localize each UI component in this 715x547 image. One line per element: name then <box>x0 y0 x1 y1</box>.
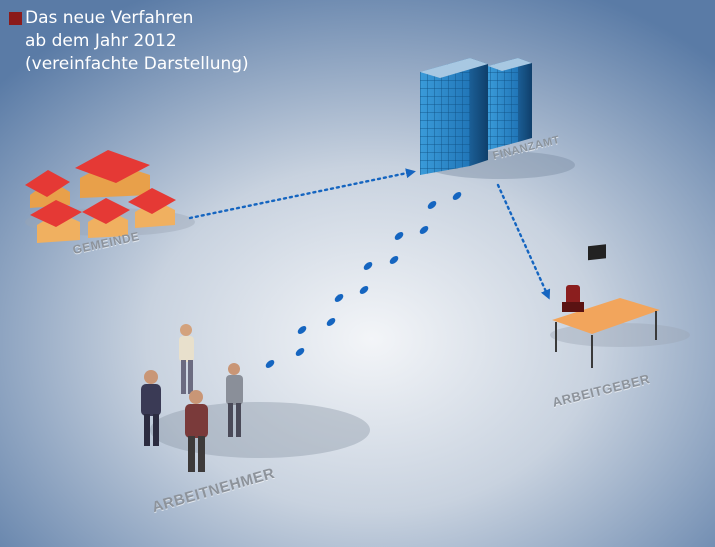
desk-icon <box>550 244 690 368</box>
caption-line-3: (vereinfachte Darstellung) <box>25 54 249 74</box>
caption: Das neue Verfahren ab dem Jahr 2012 (ver… <box>9 7 249 76</box>
footprints-icon <box>265 192 462 368</box>
people-group-icon <box>141 324 370 472</box>
caption-marker <box>9 12 22 25</box>
houses-icon <box>25 150 195 243</box>
caption-line-2: ab dem Jahr 2012 <box>25 31 177 51</box>
arrow-gemeinde-to-finanzamt <box>188 168 416 220</box>
caption-line-1: Das neue Verfahren <box>25 8 194 28</box>
office-building-icon <box>420 58 575 179</box>
arrow-finanzamt-to-arbeitgeber <box>496 183 551 300</box>
